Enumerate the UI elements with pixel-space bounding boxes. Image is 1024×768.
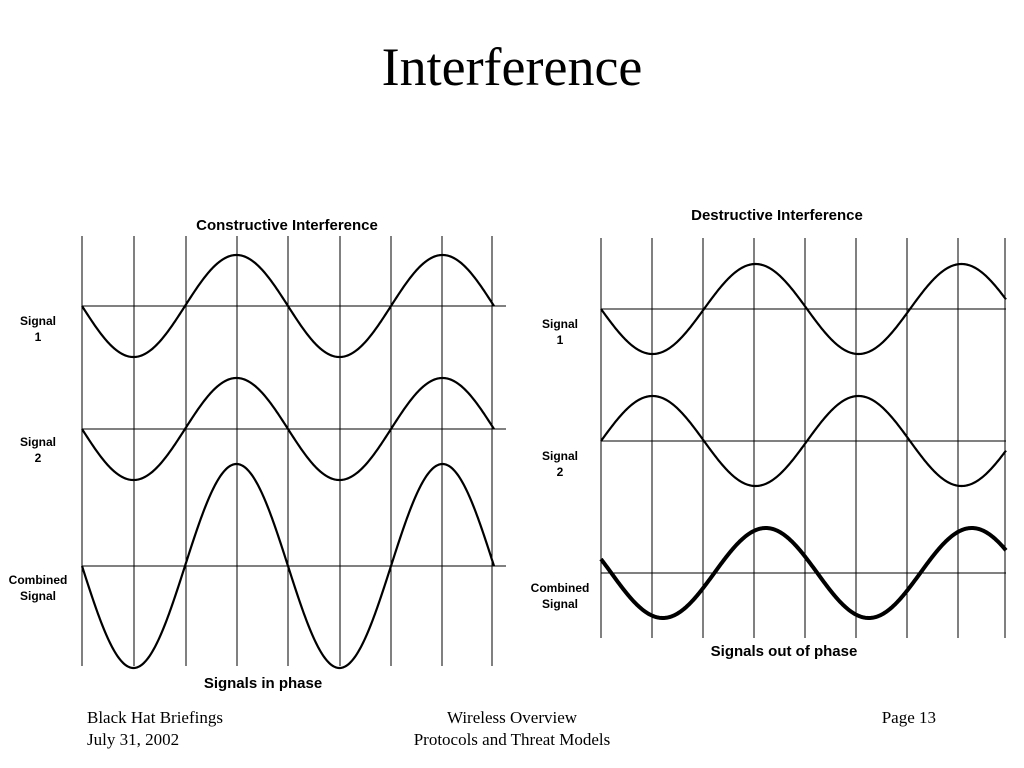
constructive-row-label-1-1: 2 bbox=[35, 451, 42, 465]
constructive-row-label-1-0: Signal bbox=[20, 435, 56, 449]
constructive-row-label-2-1: Signal bbox=[20, 589, 56, 603]
footer-date: July 31, 2002 bbox=[87, 730, 180, 749]
destructive-row-label-2-0: Combined bbox=[531, 581, 590, 595]
slide-title: Interference bbox=[381, 37, 643, 97]
destructive-row-label-0-1: 1 bbox=[557, 333, 564, 347]
destructive-row-label-1-1: 2 bbox=[557, 465, 564, 479]
destructive-row-label-1-0: Signal bbox=[542, 449, 578, 463]
constructive-wave-row-2 bbox=[80, 462, 496, 670]
destructive-wave-row-1 bbox=[600, 394, 1007, 488]
footer-page-number: Page 13 bbox=[881, 708, 936, 727]
constructive-panel-caption: Signals in phase bbox=[204, 675, 322, 692]
destructive-panel-caption: Signals out of phase bbox=[711, 643, 858, 660]
constructive-wave-row-0 bbox=[81, 253, 495, 359]
constructive-panel-title: Constructive Interference bbox=[196, 217, 378, 234]
destructive-row-label-0-0: Signal bbox=[542, 317, 578, 331]
constructive-row-label-2-0: Combined bbox=[9, 573, 68, 587]
constructive-row-label-0-1: 1 bbox=[35, 330, 42, 344]
destructive-row-label-2-1: Signal bbox=[542, 597, 578, 611]
destructive-panel-title: Destructive Interference bbox=[691, 207, 863, 224]
footer-left: Black Hat Briefings July 31, 2002 bbox=[87, 707, 223, 751]
footer-event: Black Hat Briefings bbox=[87, 708, 223, 727]
footer-subtopic: Protocols and Threat Models bbox=[413, 730, 611, 749]
constructive-row-label-0-0: Signal bbox=[20, 314, 56, 328]
footer-center: Wireless Overview Protocols and Threat M… bbox=[362, 707, 662, 751]
constructive-wave-row-1 bbox=[81, 376, 495, 482]
footer-topic: Wireless Overview bbox=[446, 708, 578, 727]
destructive-wave-row-2 bbox=[599, 525, 1008, 621]
destructive-wave-row-0 bbox=[600, 262, 1007, 356]
